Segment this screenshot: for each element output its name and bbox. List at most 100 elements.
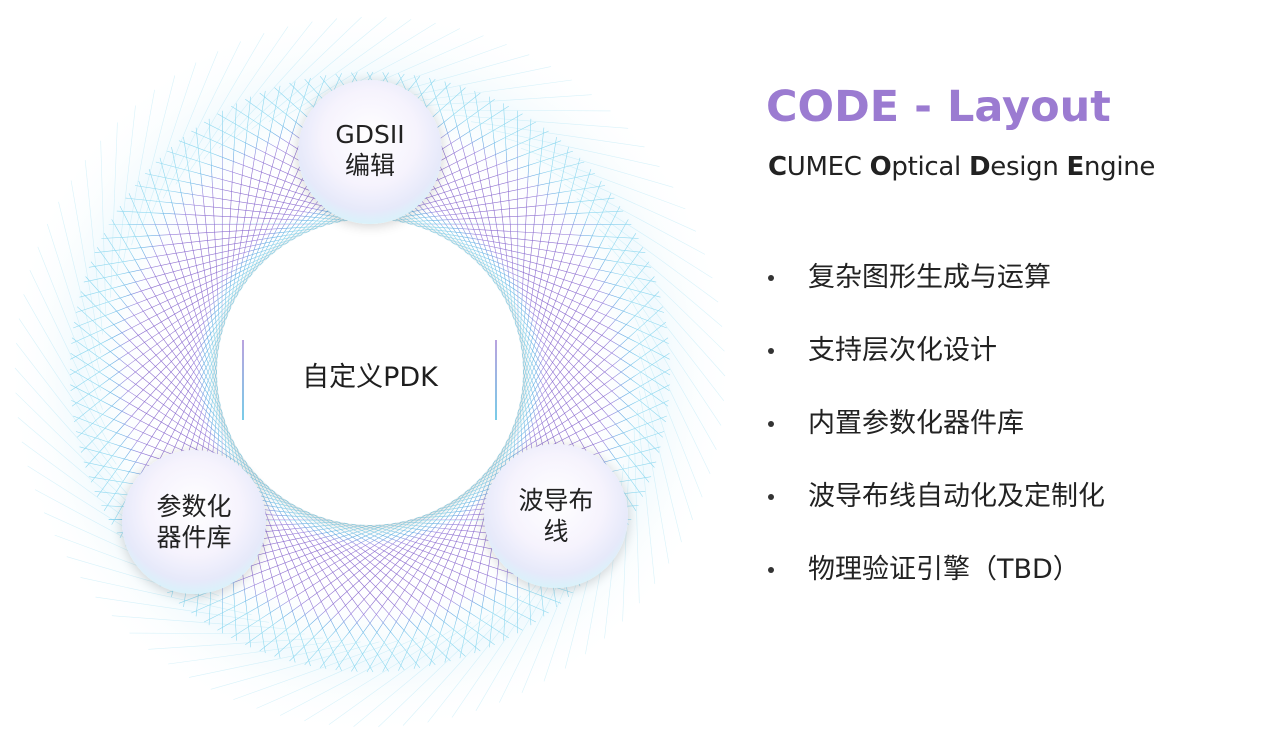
halo-line (378, 605, 506, 728)
mesh-line (304, 488, 465, 666)
mesh-line (108, 223, 347, 225)
mesh-line (208, 118, 222, 357)
mesh-line (232, 81, 296, 312)
mesh-line (70, 353, 270, 484)
mesh-line (331, 516, 549, 614)
mesh-line (495, 276, 655, 454)
mesh-line (517, 169, 592, 396)
halo-line (416, 94, 592, 107)
mesh-line (245, 505, 439, 646)
gdsii-edit-line-1: GDSII (335, 119, 405, 149)
mesh-line (248, 460, 358, 672)
halo-line (233, 640, 399, 700)
center-label-text: 自定义PDK (302, 362, 438, 394)
mesh-line (486, 306, 664, 467)
mesh-line (111, 219, 231, 426)
halo-line (23, 294, 111, 447)
halo-line (402, 595, 522, 726)
halo-line (280, 633, 436, 716)
mesh-line (393, 223, 632, 225)
mesh-line (512, 205, 621, 419)
halo-line (188, 641, 361, 678)
feature-diagram: 自定义PDK GDSII 编辑 参数化 器件库 波导布 线 (5, 7, 735, 736)
mesh-line (401, 225, 639, 239)
mesh-line (444, 241, 667, 329)
halo-line (123, 89, 155, 263)
mesh-line (236, 77, 311, 304)
halo-line (162, 41, 241, 199)
mesh-line (70, 260, 270, 391)
mesh-line (470, 353, 670, 484)
halo-line (435, 109, 611, 112)
mesh-line (308, 508, 509, 639)
mesh-line (474, 90, 513, 326)
mesh-line (75, 238, 302, 313)
mesh-line (475, 265, 669, 407)
halo-line (66, 556, 236, 607)
halo-line (129, 632, 305, 635)
mesh-line (76, 306, 254, 467)
mesh-line (79, 234, 310, 298)
mesh-line (486, 277, 664, 438)
mesh-line (159, 157, 222, 388)
halo-line (110, 122, 118, 298)
mesh-line (85, 290, 245, 468)
mesh-line (489, 96, 516, 334)
bullet-dot (768, 275, 774, 281)
mesh-line (481, 321, 666, 473)
mesh-line (385, 210, 624, 224)
halo-line (536, 158, 697, 232)
bullet-dot (768, 567, 774, 573)
mesh-line (183, 136, 221, 373)
mesh-line (499, 261, 650, 448)
halo-line (175, 33, 265, 185)
subtitle-initial-c: C (768, 152, 787, 182)
mesh-line (518, 157, 581, 388)
mesh-line (475, 337, 669, 479)
halo-line (633, 428, 640, 604)
halo-line (564, 184, 713, 279)
bullet-dot (768, 348, 774, 354)
node-top (298, 80, 442, 224)
mesh-line (90, 296, 241, 483)
halo-line (598, 228, 725, 352)
halo-line (639, 353, 693, 521)
mesh-line (119, 205, 228, 419)
mesh-line (231, 508, 432, 639)
param-library-line-2: 器件库 (156, 523, 232, 552)
mesh-line (80, 291, 249, 461)
center-disc (217, 219, 523, 525)
halo-line (471, 121, 645, 148)
mesh-line (96, 247, 237, 441)
halo-line (268, 19, 412, 122)
halo-line (58, 201, 101, 373)
mesh-line (491, 283, 660, 453)
feature-text: 物理验证引擎（TBD） (808, 554, 1080, 585)
waveguide-routing-label: 波导布 线 (518, 485, 593, 548)
halo-line (629, 297, 717, 450)
halo-line (427, 584, 537, 723)
mesh-line (444, 432, 508, 663)
subtitle: CUMEC Optical Design Engine (768, 152, 1155, 182)
waveguide-routing-line-1: 波导布 (518, 485, 594, 515)
halo-line (639, 371, 682, 543)
halo-line (520, 147, 686, 210)
mesh-line (458, 250, 670, 360)
halo-line (623, 279, 722, 426)
subtitle-initial-e: E (1066, 152, 1084, 182)
halo-line (15, 343, 124, 482)
halo-line (328, 622, 472, 725)
halo-line (203, 21, 313, 160)
center-bar-right (495, 340, 497, 420)
bullet-dot (768, 494, 774, 500)
mesh-line (74, 271, 259, 423)
node-left (122, 450, 266, 594)
mesh-line (470, 260, 670, 391)
mesh-line (519, 127, 545, 365)
mesh-line (148, 169, 223, 396)
mesh-line (103, 310, 234, 511)
mesh-line (458, 384, 670, 494)
node-right (484, 444, 628, 588)
mesh-line (495, 290, 655, 468)
halo-line (637, 409, 656, 584)
